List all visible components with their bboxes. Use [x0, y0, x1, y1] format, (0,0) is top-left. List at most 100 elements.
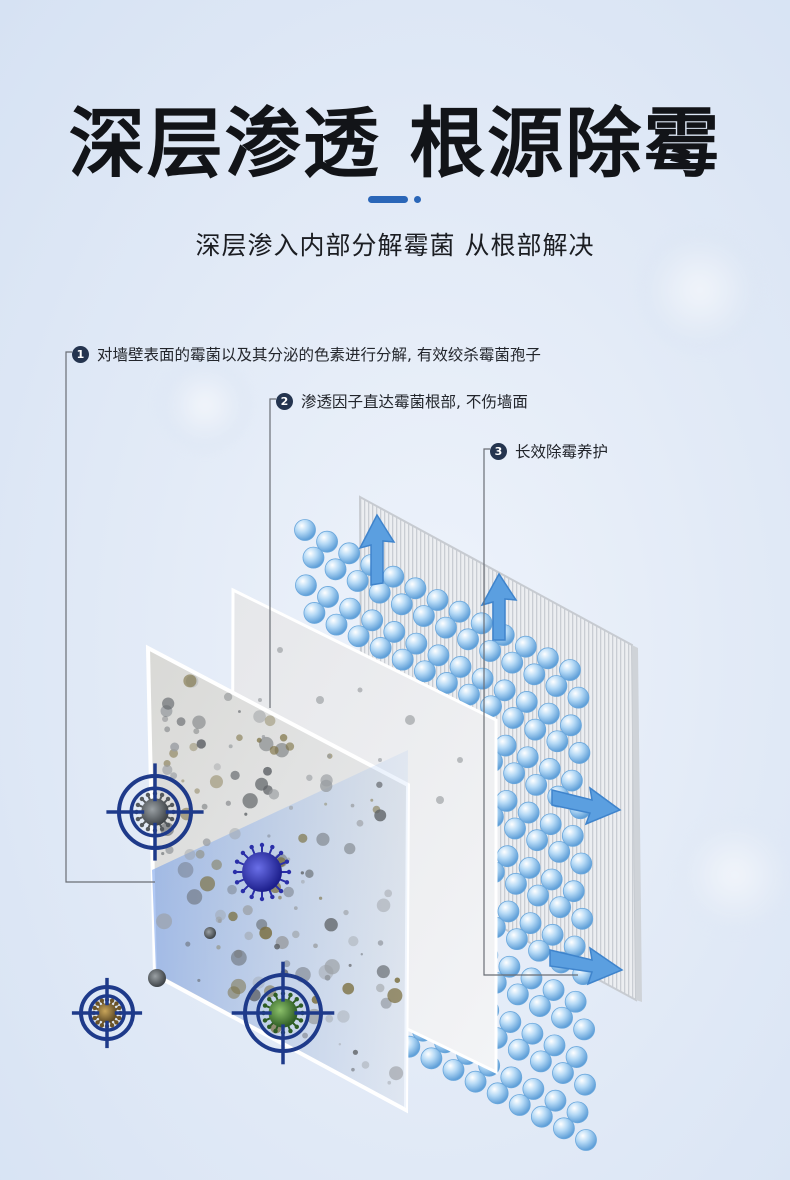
mold-spot — [352, 1049, 359, 1055]
mold-spot — [176, 717, 186, 727]
bubble — [501, 651, 524, 674]
bubble — [548, 840, 571, 863]
bubble — [346, 570, 369, 592]
mold-spot — [293, 906, 298, 911]
target-reticle-icon — [106, 763, 204, 861]
mold-spot — [320, 779, 333, 793]
mold-spot — [189, 742, 198, 752]
mold-spot — [338, 1042, 342, 1046]
mold-spot — [361, 1061, 370, 1069]
mold-spot — [202, 838, 211, 847]
bubble — [573, 1018, 596, 1041]
bubble — [527, 884, 549, 907]
bubble — [506, 928, 528, 951]
mold-spot — [195, 849, 205, 859]
bubble — [347, 625, 370, 648]
mold-spot — [394, 977, 401, 983]
mold-spot — [230, 949, 247, 966]
arrow-right-icon — [551, 786, 622, 826]
bubble — [539, 813, 562, 836]
divider-bar — [368, 196, 408, 203]
bubble — [442, 1059, 465, 1081]
mold-spot — [324, 974, 331, 981]
bubble — [524, 718, 547, 741]
note-3-text: 长效除霉养护 — [515, 443, 609, 461]
bubble — [520, 967, 543, 990]
mold-spot — [162, 764, 173, 775]
bubble — [515, 691, 538, 713]
bubble — [516, 746, 539, 769]
mold-spot — [244, 931, 253, 941]
mold-spot — [242, 905, 253, 916]
mold-spot — [376, 781, 383, 788]
mold-spot — [269, 745, 279, 755]
mold-spot — [283, 960, 291, 968]
bubble — [504, 817, 526, 840]
mold-spot — [216, 945, 221, 950]
mold-spot — [201, 803, 208, 810]
blue-virus-icon — [232, 842, 292, 902]
mold-spot — [325, 1014, 334, 1023]
mold-spot — [196, 739, 206, 749]
mold-spot — [384, 889, 393, 898]
mold-spot — [228, 911, 238, 922]
mold-spot — [267, 834, 271, 838]
mold-spot — [184, 848, 196, 860]
bubble — [553, 1117, 575, 1140]
bubble — [412, 605, 435, 627]
bubble — [542, 979, 565, 1001]
bubble — [507, 1038, 530, 1061]
mold-spot — [324, 959, 340, 975]
mold-spot — [183, 674, 197, 688]
mold-spot — [376, 983, 385, 993]
mold-spot — [215, 916, 222, 923]
mold-spot — [318, 896, 323, 900]
front-panel-blue-wash — [152, 750, 408, 1108]
bubble — [541, 923, 564, 946]
note-2: 2 渗透因子直达霉菌根部, 不伤墙面 — [276, 390, 528, 412]
mold-spot — [348, 963, 352, 967]
bubble — [391, 648, 414, 671]
bubble — [302, 546, 325, 569]
background-bubble — [160, 360, 250, 450]
bubble — [435, 616, 457, 639]
mold-spot — [327, 754, 332, 759]
bubble — [436, 672, 458, 694]
mold-spot — [306, 774, 313, 781]
note-1-number: 1 — [72, 345, 89, 363]
bubble — [338, 542, 361, 565]
bubble — [526, 829, 549, 852]
mold-spot — [186, 889, 203, 905]
bubble — [521, 1022, 544, 1045]
bubble — [508, 1094, 531, 1116]
mold-spot — [185, 941, 191, 947]
bubble — [500, 1066, 523, 1089]
note-2-text: 渗透因子直达霉菌根部, 不伤墙面 — [301, 393, 528, 411]
mold-spot — [348, 935, 359, 947]
bubble — [530, 1105, 553, 1128]
bubble — [546, 730, 569, 753]
mold-spot — [376, 965, 390, 979]
bubble — [549, 896, 572, 919]
bubble — [544, 1089, 567, 1112]
mold-spot — [165, 845, 174, 855]
bubble — [518, 856, 541, 879]
mold-spot — [193, 728, 200, 735]
mold-spot — [351, 1067, 355, 1072]
mold-spot — [342, 982, 355, 995]
mold-spot — [278, 895, 282, 900]
bubble — [502, 707, 525, 729]
mold-spot — [300, 871, 304, 875]
bubble — [543, 1034, 566, 1057]
mold-spot — [199, 876, 216, 892]
mold-spot — [177, 862, 194, 878]
mold-spot — [344, 843, 356, 855]
mold-spot — [230, 770, 240, 781]
bubble — [294, 519, 316, 541]
bubble — [564, 990, 587, 1013]
background-bubble — [640, 230, 760, 350]
bubble — [537, 702, 560, 725]
mold-spot — [259, 736, 274, 752]
bubble — [517, 801, 540, 824]
